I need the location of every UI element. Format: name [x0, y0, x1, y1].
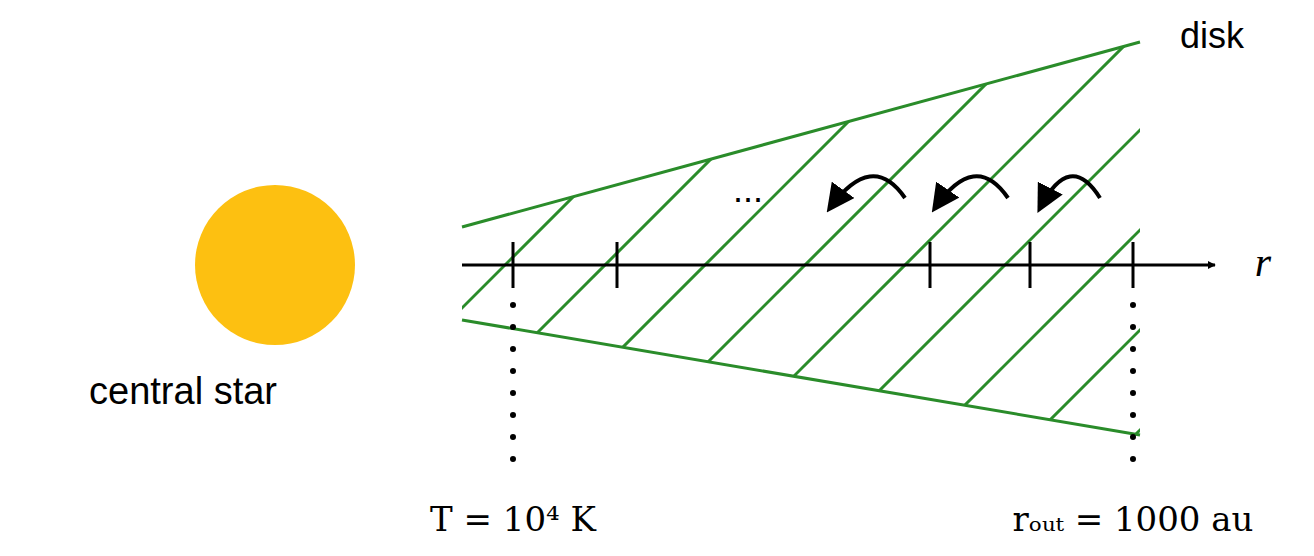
radius-label: rₒᵤₜ = 1000 au	[1013, 501, 1254, 538]
disk-label: disk	[1180, 16, 1244, 56]
disk-edge	[462, 320, 1140, 435]
disk-edge	[462, 42, 1140, 227]
radius-axis	[462, 264, 1215, 267]
axis-ticks	[513, 242, 1133, 288]
dotted-leader	[513, 305, 1133, 465]
inward-arrows	[830, 176, 1100, 208]
axis-label: r	[1255, 239, 1271, 285]
star-circle	[195, 185, 355, 345]
star-label: central star	[89, 371, 277, 413]
ellipsis-mark: ...	[733, 170, 763, 210]
temperature-label: T = 10⁴ K	[430, 501, 596, 538]
disk-hatching	[300, 0, 1314, 470]
